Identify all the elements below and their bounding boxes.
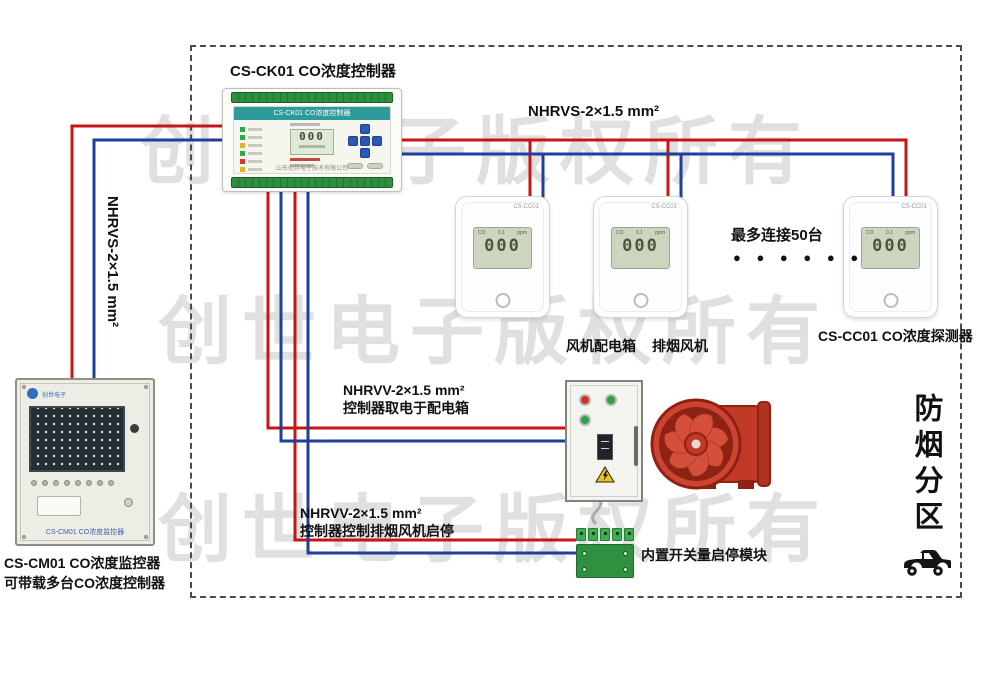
controller-manufacturer: 山东创世电子技术有限公司 xyxy=(275,166,348,172)
monitor-model-label: CS-CM01 CO浓度监控器 xyxy=(45,529,125,536)
status-led xyxy=(240,135,245,140)
detector-model: CS-CC01 xyxy=(901,204,927,210)
continuation-dots: ● ● ● ● ● ● xyxy=(733,250,865,265)
monitor-knob[interactable] xyxy=(124,498,133,507)
controller-panel-title: CS-CK01 CO浓度控制器 xyxy=(234,107,390,120)
led-label xyxy=(248,168,262,171)
status-led xyxy=(240,159,245,164)
module-pcb xyxy=(576,544,634,578)
nav-down-button[interactable] xyxy=(360,148,370,158)
detector-lcd: CO 0.1 ppm 000 xyxy=(861,227,920,269)
function-button[interactable] xyxy=(347,163,363,169)
lcd-alarm-threshold: 0.1 xyxy=(885,230,893,236)
monitor-slot xyxy=(37,496,81,516)
nav-left-button[interactable] xyxy=(348,136,358,146)
smoke-zone-label: 防烟分区 xyxy=(910,393,942,537)
monitor-button-row[interactable] xyxy=(31,480,114,486)
detector-lcd-value: 000 xyxy=(622,236,659,256)
monitor-led-matrix-screen xyxy=(29,406,125,472)
lcd-unit: ppm xyxy=(905,230,915,236)
detector-lcd: CO 0.1 ppm 000 xyxy=(473,227,532,269)
brand-logo-icon xyxy=(495,293,510,308)
control-wire-label-line2: 控制器控制排烟风机启停 xyxy=(300,523,454,540)
function-button[interactable] xyxy=(367,163,383,169)
led-label xyxy=(248,160,262,163)
power-wire-label: NHRVV-2×1.5 mm² 控制器取电于配电箱 xyxy=(343,381,469,417)
monitor-side-button[interactable] xyxy=(130,424,139,433)
co-detector-2: CS-CC01 CO 0.1 ppm 000 xyxy=(593,196,688,318)
door-handle[interactable] xyxy=(634,426,638,466)
monitor-caption-line1: CS-CM01 CO浓度监控器 xyxy=(4,555,161,571)
nav-right-button[interactable] xyxy=(372,136,382,146)
screw xyxy=(144,385,148,389)
co-monitor-device: 创世电子 CS-CM01 CO浓度监控器 xyxy=(15,378,155,546)
controller-caption: CS-CK01 CO浓度控制器 xyxy=(230,63,396,80)
brand-name: 创世电子 xyxy=(42,393,67,399)
co-detector-3: CS-CC01 CO 0.1 ppm 000 xyxy=(843,196,938,318)
fan-caption: 排烟风机 xyxy=(652,338,708,354)
control-wire-label-line1: NHRVV-2×1.5 mm² xyxy=(300,505,422,521)
panel-text-line xyxy=(290,164,314,167)
controller-lcd: 000 xyxy=(290,129,334,155)
led-label xyxy=(248,136,262,139)
control-wire-label: NHRVV-2×1.5 mm² 控制器控制排烟风机启停 xyxy=(300,504,454,540)
power-box-caption: 风机配电箱 xyxy=(566,338,636,354)
terminal-strip-top xyxy=(231,92,393,103)
co-controller-device: CS-CK01 CO浓度控制器 000 xyxy=(222,88,402,192)
screw xyxy=(22,385,26,389)
led-label xyxy=(248,128,262,131)
detector-model: CS-CC01 xyxy=(651,204,677,210)
car-icon xyxy=(904,550,951,576)
green-indicator-light xyxy=(605,394,617,406)
screw xyxy=(22,535,26,539)
top-wire-label: NHRVS-2×1.5 mm² xyxy=(528,103,660,120)
screw xyxy=(144,535,148,539)
power-wire-label-line2: 控制器取电于配电箱 xyxy=(343,400,469,417)
terminal-strip-bottom xyxy=(231,177,393,188)
status-led xyxy=(240,151,245,156)
detector-lcd-value: 000 xyxy=(872,236,909,256)
left-wire-label: NHRVS-2×1.5 mm² xyxy=(104,196,121,328)
panel-meter xyxy=(597,434,613,460)
monitor-face xyxy=(20,383,150,541)
controller-lcd-value: 000 xyxy=(299,130,325,143)
lcd-gas: CO xyxy=(866,230,874,236)
status-led xyxy=(240,143,245,148)
lcd-alarm-threshold: 0.1 xyxy=(635,230,643,236)
panel-text-line xyxy=(290,123,320,126)
lcd-unit: ppm xyxy=(655,230,665,236)
terminal-block-row xyxy=(576,528,634,541)
detector-model: CS-CC01 xyxy=(513,204,539,210)
nav-ok-button[interactable] xyxy=(360,136,370,146)
monitor-caption-line2: 可带载多台CO浓度控制器 xyxy=(4,574,165,591)
status-led xyxy=(240,127,245,132)
detector-lcd-value: 000 xyxy=(484,236,521,256)
switch-module-device xyxy=(574,524,636,586)
detector-caption: CS-CC01 CO浓度探测器 xyxy=(818,328,973,344)
panel-text-line xyxy=(290,158,320,161)
led-label xyxy=(248,152,262,155)
led-label xyxy=(248,144,262,147)
green-indicator-light xyxy=(579,414,591,426)
brand-logo-icon xyxy=(633,293,648,308)
brand-logo-icon xyxy=(883,293,898,308)
brand-logo-icon xyxy=(27,388,38,399)
controller-front-panel: CS-CK01 CO浓度控制器 000 xyxy=(233,106,391,174)
module-caption: 内置开关量启停模块 xyxy=(641,547,767,563)
nav-up-button[interactable] xyxy=(360,124,370,134)
red-indicator-light xyxy=(579,394,591,406)
warning-sticker-icon xyxy=(595,466,615,488)
exhaust-fan-device xyxy=(650,398,771,490)
max-connect-label: 最多连接50台 xyxy=(731,227,823,244)
lcd-gas: CO xyxy=(616,230,624,236)
monitor-caption: CS-CM01 CO浓度监控器 可带载多台CO浓度控制器 xyxy=(4,554,165,593)
co-detector-1: CS-CC01 CO 0.1 ppm 000 xyxy=(455,196,550,318)
detector-lcd: CO 0.1 ppm 000 xyxy=(611,227,670,269)
status-led xyxy=(240,167,245,172)
power-wire-label-line1: NHRVV-2×1.5 mm² xyxy=(343,382,465,398)
lcd-subline xyxy=(299,145,325,148)
fan-power-box xyxy=(565,380,643,502)
